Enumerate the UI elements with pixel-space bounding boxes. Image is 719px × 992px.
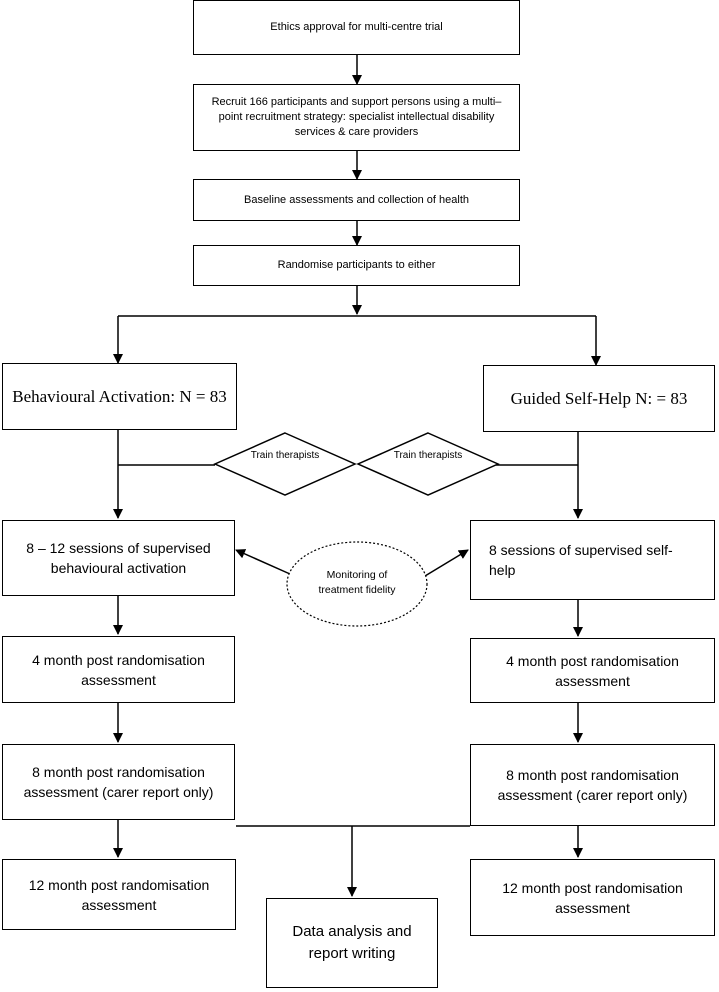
box-gsh-12-month-text: 12 month post randomisation assessment	[502, 879, 683, 916]
box-gsh-4-month-text: 4 month post randomisation assessment	[506, 652, 679, 689]
box-ba-sessions: 8 – 12 sessions of supervised behavioura…	[2, 520, 235, 596]
box-gsh-sessions: 8 sessions of supervised self-help	[470, 520, 715, 600]
box-baseline: Baseline assessments and collection of h…	[193, 179, 520, 221]
diamond-train-therapists-left	[213, 432, 357, 496]
box-ethics-approval: Ethics approval for multi-centre trial	[193, 0, 520, 55]
box-ba-4-month-text: 4 month post randomisation assessment	[32, 651, 205, 688]
box-gsh-12-month: 12 month post randomisation assessment	[470, 859, 715, 936]
box-recruit: Recruit 166 participants and support per…	[193, 84, 520, 151]
box-baseline-text: Baseline assessments and collection of h…	[243, 193, 470, 206]
ellipse-monitoring-label: Monitoring of treatment fidelity	[318, 569, 396, 596]
box-randomise-text: Randomise participants to either	[277, 259, 436, 271]
arrow-monitoring-to-gsh	[424, 549, 469, 577]
box-ba-sessions-text: 8 – 12 sessions of supervised behavioura…	[26, 540, 211, 576]
box-ethics-approval-text: Ethics approval for multi-centre trial	[270, 21, 443, 33]
box-gsh-sessions-text: 8 sessions of supervised self-help	[489, 542, 673, 578]
box-ba-8-month: 8 month post randomisation assessment (c…	[2, 744, 235, 820]
box-ba-8-month-text: 8 month post randomisation assessment (c…	[23, 764, 214, 800]
box-ba-12-month-text: 12 month post randomisation assessment	[28, 876, 210, 913]
box-guided-self-help: Guided Self-Help N: = 83	[483, 365, 715, 432]
box-data-analysis: Data analysis and report writing	[266, 898, 438, 988]
box-behavioural-activation: Behavioural Activation: N = 83	[2, 363, 237, 430]
box-gsh-8-month: 8 month post randomisation assessment (c…	[470, 744, 715, 826]
arrow-monitoring-to-ba	[235, 549, 291, 575]
box-data-analysis-text: Data analysis and report writing	[292, 923, 412, 962]
box-randomise: Randomise participants to either	[193, 245, 520, 286]
box-ba-12-month: 12 month post randomisation assessment	[2, 859, 236, 930]
box-recruit-text: Recruit 166 participants and support per…	[211, 96, 502, 138]
box-gsh-4-month: 4 month post randomisation assessment	[470, 638, 715, 703]
diamond-train-therapists-right	[356, 432, 500, 496]
box-behavioural-activation-text: Behavioural Activation: N = 83	[12, 386, 227, 406]
box-ba-4-month: 4 month post randomisation assessment	[2, 636, 235, 703]
diamond-left-label: Train therapists	[250, 450, 320, 461]
box-gsh-8-month-text: 8 month post randomisation assessment (c…	[497, 767, 688, 803]
box-guided-self-help-text: Guided Self-Help N: = 83	[510, 388, 688, 408]
diamond-right-label: Train therapists	[393, 450, 463, 461]
ellipse-monitoring	[286, 541, 428, 627]
